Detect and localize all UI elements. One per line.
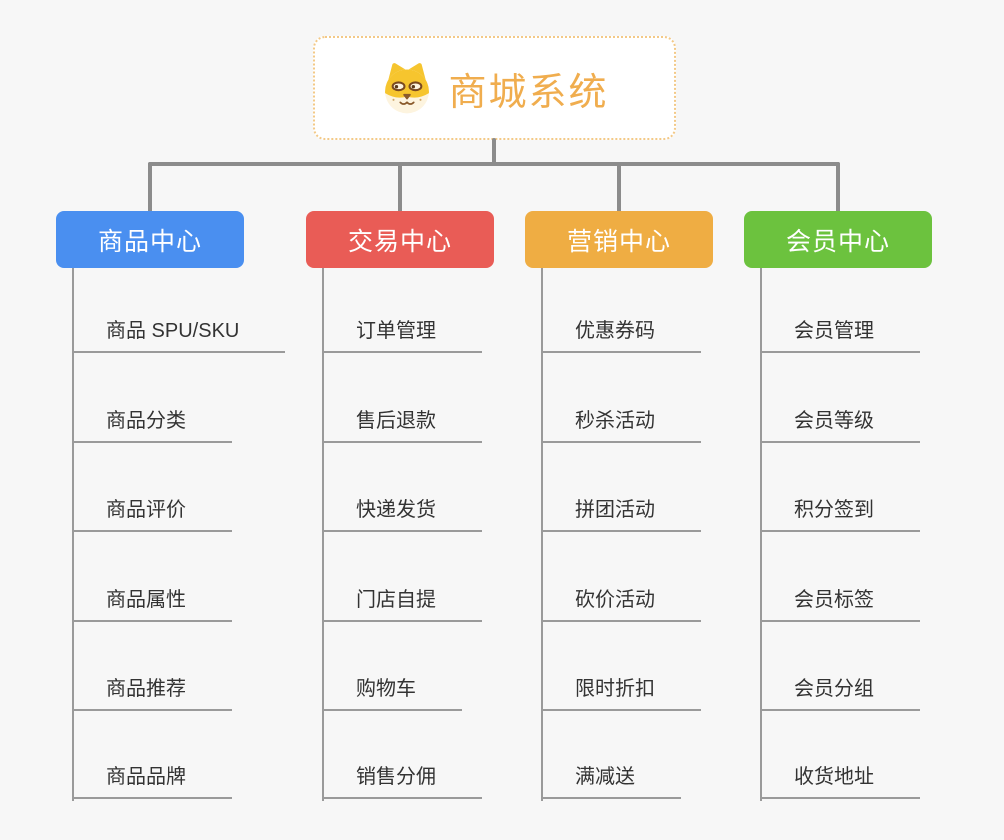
leaf-node[interactable]: 快递发货 <box>322 497 482 532</box>
connector-trunk <box>541 268 543 801</box>
branch-column-marketing: 优惠券码 秒杀活动 拼团活动 砍价活动 限时折扣 满减送 <box>541 268 791 813</box>
connector-drop-branch-3 <box>617 162 621 213</box>
branch-column-member: 会员管理 会员等级 积分签到 会员标签 会员分组 收货地址 <box>760 268 1004 813</box>
leaf-node[interactable]: 商品 SPU/SKU <box>72 318 286 353</box>
connector-trunk <box>322 268 324 801</box>
leaf-node[interactable]: 商品分类 <box>72 408 232 443</box>
leaf-node[interactable]: 限时折扣 <box>541 676 701 711</box>
leaf-node[interactable]: 商品评价 <box>72 497 232 532</box>
connector-trunk <box>72 268 74 801</box>
leaf-node[interactable]: 秒杀活动 <box>541 408 701 443</box>
leaf-node[interactable]: 砍价活动 <box>541 587 701 622</box>
leaf-node[interactable]: 会员等级 <box>760 408 920 443</box>
branch-column-trade: 订单管理 售后退款 快递发货 门店自提 购物车 销售分佣 <box>322 268 572 813</box>
connector-drop-branch-2 <box>398 162 402 213</box>
leaf-node[interactable]: 积分签到 <box>760 497 920 532</box>
connector-drop-branch-1 <box>148 162 152 213</box>
leaf-node[interactable]: 拼团活动 <box>541 497 701 532</box>
connector-bus <box>148 162 840 166</box>
leaf-node[interactable]: 商品推荐 <box>72 676 232 711</box>
connector-root-stub <box>492 138 496 166</box>
leaf-node[interactable]: 商品属性 <box>72 587 232 622</box>
dog-face-icon <box>385 63 430 114</box>
branch-column-product: 商品 SPU/SKU 商品分类 商品评价 商品属性 商品推荐 商品品牌 <box>72 268 322 813</box>
leaf-node[interactable]: 会员标签 <box>760 587 920 622</box>
leaf-node[interactable]: 商品品牌 <box>72 764 232 799</box>
leaf-node[interactable]: 门店自提 <box>322 587 482 622</box>
branch-node-member-center[interactable]: 会员中心 <box>744 211 932 268</box>
leaf-node[interactable]: 销售分佣 <box>322 764 482 799</box>
branch-node-trade-center[interactable]: 交易中心 <box>306 211 494 268</box>
leaf-node[interactable]: 售后退款 <box>322 408 482 443</box>
connector-drop-branch-4 <box>836 162 840 213</box>
leaf-node[interactable]: 会员分组 <box>760 676 920 711</box>
leaf-node[interactable]: 优惠券码 <box>541 318 701 353</box>
leaf-node[interactable]: 购物车 <box>322 676 462 711</box>
leaf-node[interactable]: 满减送 <box>541 764 681 799</box>
leaf-node[interactable]: 收货地址 <box>760 764 920 799</box>
leaf-node[interactable]: 订单管理 <box>322 318 482 353</box>
branch-node-marketing-center[interactable]: 营销中心 <box>525 211 713 268</box>
root-node-label: 商城系统 <box>448 71 609 114</box>
branch-node-product-center[interactable]: 商品中心 <box>56 211 244 268</box>
root-node[interactable]: 商城系统 <box>313 36 676 140</box>
leaf-node[interactable]: 会员管理 <box>760 318 920 353</box>
connector-trunk <box>760 268 762 801</box>
